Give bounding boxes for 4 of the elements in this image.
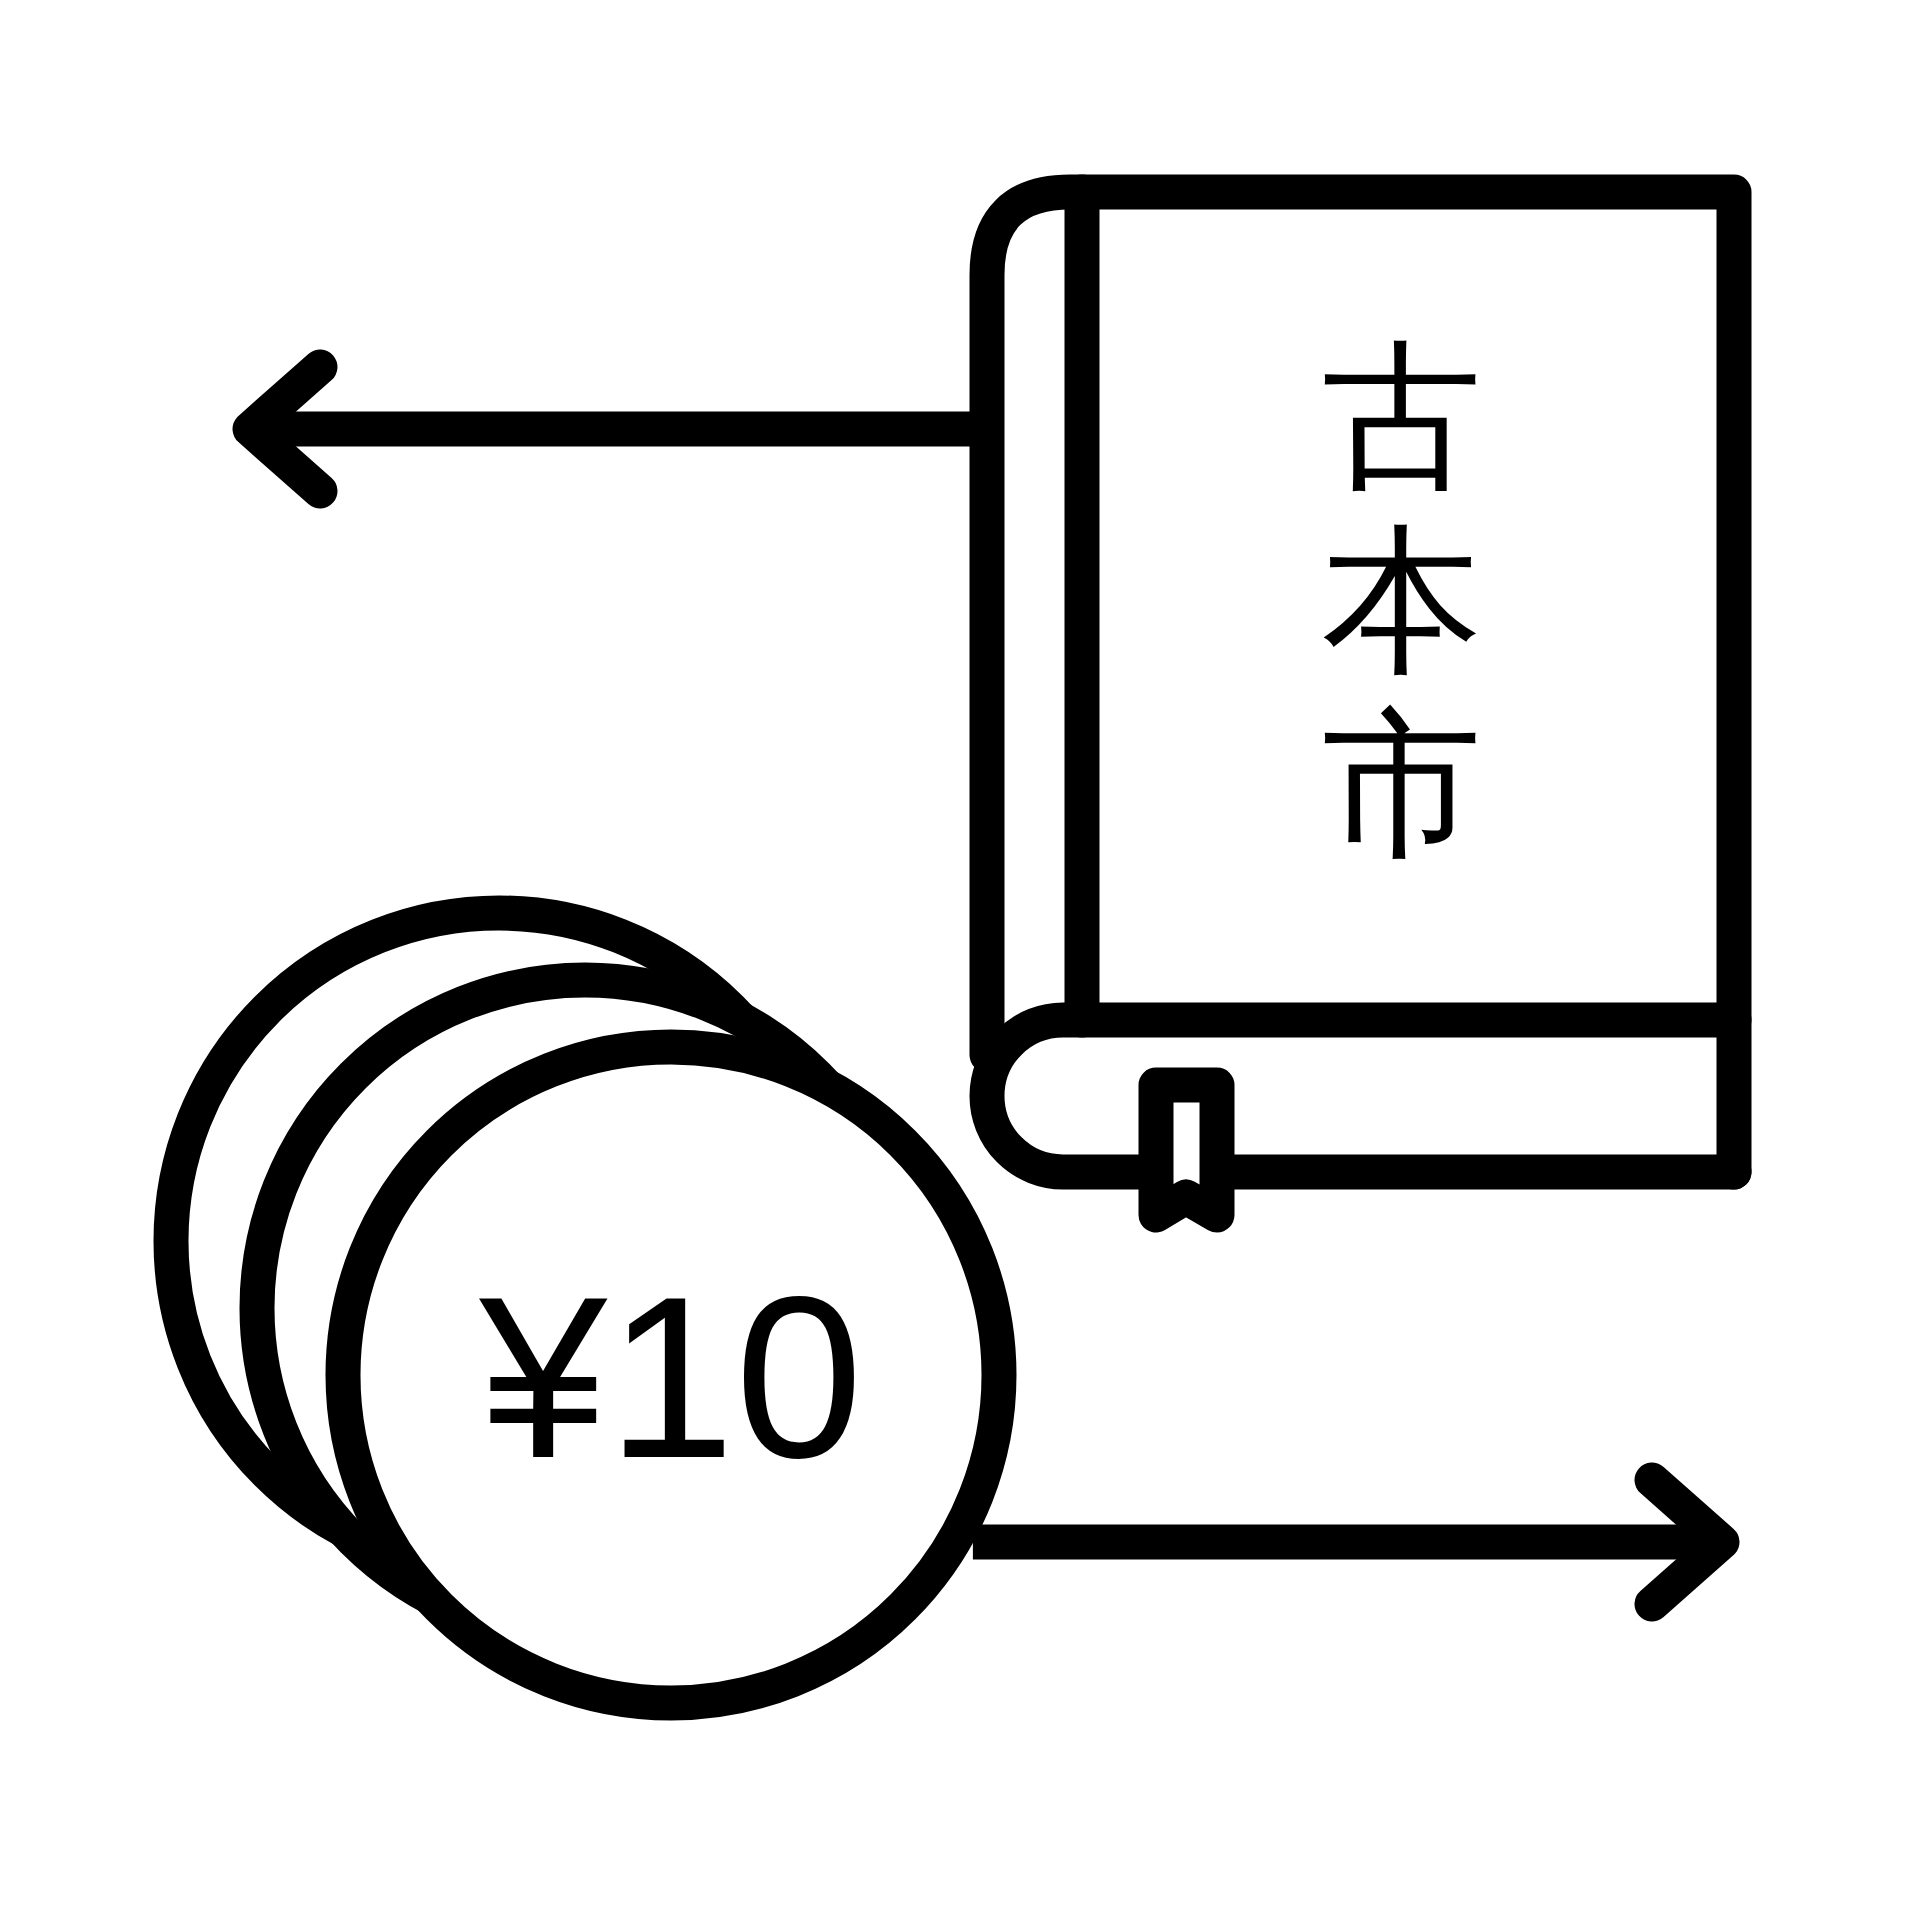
- vertical-title: 古本市: [1322, 325, 1482, 877]
- arrow: [972, 1462, 1740, 1622]
- arrow: [232, 349, 970, 509]
- coin-value: ¥10: [479, 1263, 863, 1493]
